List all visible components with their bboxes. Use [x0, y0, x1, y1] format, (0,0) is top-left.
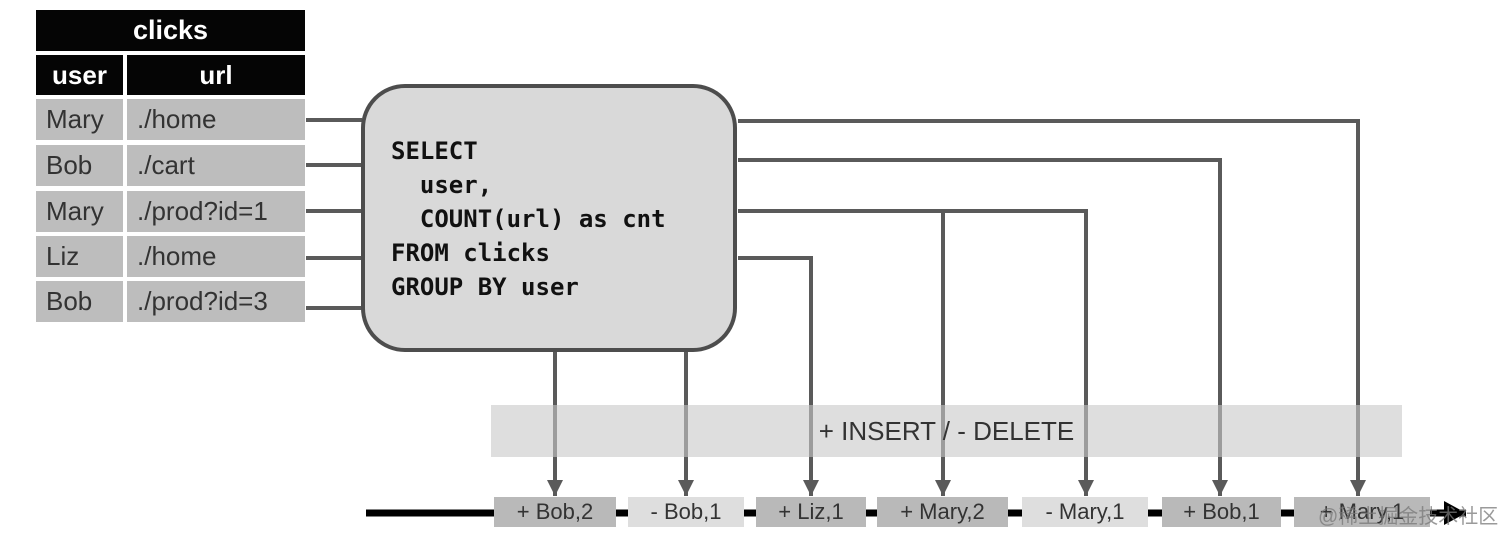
column-header-user: user: [36, 55, 123, 95]
sql-query: SELECT user, COUNT(url) as cnt FROM clic…: [391, 137, 666, 301]
column-header-url: url: [127, 55, 305, 95]
output-wire-2: [738, 256, 819, 496]
cell-user-1: Bob: [36, 145, 123, 186]
output-wire-3: [738, 209, 1094, 496]
cell-url-0: ./home: [127, 99, 305, 140]
insert-delete-band: + INSERT / - DELETE: [491, 405, 1402, 457]
query-box: SELECT user, COUNT(url) as cnt FROM clic…: [361, 84, 737, 352]
output-item-3: + Mary,2: [877, 497, 1008, 527]
output-wire-6: [738, 119, 1366, 496]
output-item-2: + Liz,1: [756, 497, 866, 527]
output-item-0: + Bob,2: [494, 497, 616, 527]
watermark: @稀土掘金技术社区: [1318, 506, 1499, 528]
output-wire-5: [738, 158, 1228, 496]
cell-url-1: ./cart: [127, 145, 305, 186]
cell-url-3: ./home: [127, 236, 305, 277]
output-item-1: - Bob,1: [628, 497, 744, 527]
table-title: clicks: [36, 10, 305, 51]
output-item-5: + Bob,1: [1162, 497, 1281, 527]
cell-user-2: Mary: [36, 191, 123, 232]
cell-user-0: Mary: [36, 99, 123, 140]
cell-url-2: ./prod?id=1: [127, 191, 305, 232]
output-item-4: - Mary,1: [1022, 497, 1148, 527]
cell-user-3: Liz: [36, 236, 123, 277]
output-item-6: + Mary,1: [1294, 497, 1430, 527]
cell-url-4: ./prod?id=3: [127, 281, 305, 322]
cell-user-4: Bob: [36, 281, 123, 322]
